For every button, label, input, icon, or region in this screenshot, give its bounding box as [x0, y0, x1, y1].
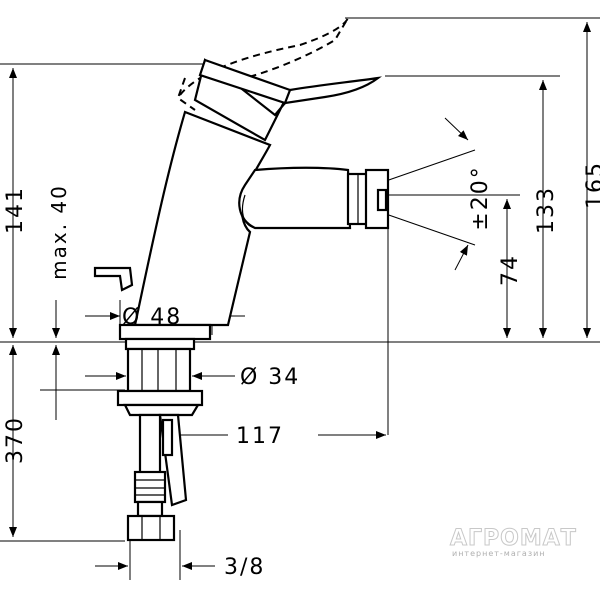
watermark-tagline: интернет-магазин [452, 549, 546, 558]
dim-text-141: 141 [3, 186, 28, 234]
dim-text-74: 74 [498, 254, 523, 286]
dim-text-max-40: max. 40 [47, 184, 71, 280]
dim-text-angle-20: ±20° [468, 165, 493, 230]
agromat-watermark: АГРОМАТ интернет-магазин [450, 526, 577, 559]
reference-lines [0, 17, 600, 542]
dim-text-370: 370 [3, 416, 28, 464]
dim-text-133: 133 [534, 186, 559, 234]
dim-text-dia-34: Ø 34 [240, 365, 300, 390]
dim-text-117: 117 [236, 424, 284, 449]
dim-text-165: 165 [583, 161, 600, 209]
dim-text-dia-48: Ø 48 [122, 305, 182, 330]
watermark-brand: АГРОМАТ [450, 526, 577, 551]
dim-text-3-8: 3/8 [224, 555, 265, 580]
faucet-body [93, 17, 390, 542]
